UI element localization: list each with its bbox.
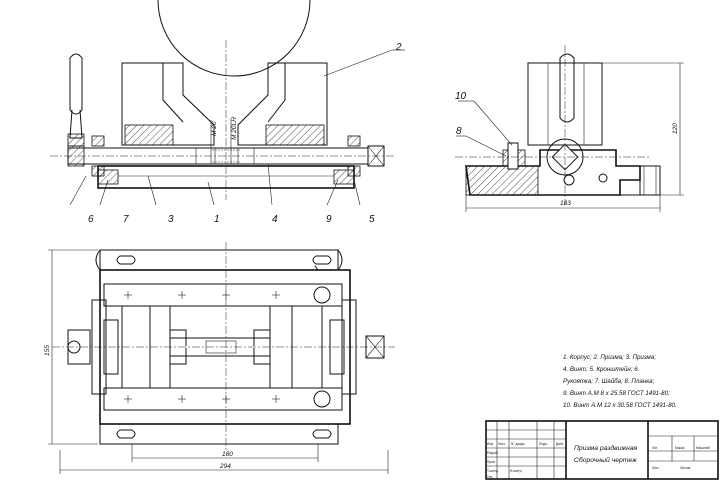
jaw-left-hatch <box>124 124 174 146</box>
parts-list: 1. Корпус; 2. Призма; 3. Призма; 4. Винт… <box>563 354 677 409</box>
tb-hdr-listov: Листов <box>680 466 691 470</box>
tb-row-utv: Утв. <box>487 475 493 479</box>
callout-10: 10 <box>455 91 467 102</box>
callout-1: 1 <box>214 214 220 225</box>
tb-hdr-lit: Лит. <box>652 446 658 450</box>
callout-4: 4 <box>272 214 278 225</box>
dim-155: 155 <box>44 345 51 356</box>
dim-180: 180 <box>222 451 233 458</box>
front-section-view: М 20 М 20LH <box>50 0 405 206</box>
parts-line-4: 9. Винт А.М 8 x 25.58 ГОСТ 1491-80; <box>563 390 670 397</box>
dim-120: 120 <box>672 123 679 134</box>
tb-col-list: Лист <box>498 442 505 446</box>
plan-view: 155 180 294 <box>44 242 395 474</box>
tb-row-razrab: Разраб. <box>487 451 499 455</box>
tb-col-podp: Подп. <box>539 442 548 446</box>
title-block: Изм Лист N° докум. Подп. Дата Разраб. Пр… <box>485 420 719 480</box>
jaw-right-hatch <box>265 124 325 146</box>
callout-5: 5 <box>369 214 375 225</box>
parts-line-3: Рукоятка; 7. Шайба; 8. Планка; <box>563 378 655 385</box>
callout-3: 3 <box>168 214 174 225</box>
callout-7: 7 <box>123 214 129 225</box>
parts-line-1: 1. Корпус; 2. Призма; 3. Призма; <box>563 354 656 361</box>
handle-6 <box>69 53 83 115</box>
callout-9: 9 <box>326 214 332 225</box>
tb-col-ndoc: N° докум. <box>511 442 525 446</box>
tb-col-data: Дата <box>556 442 563 446</box>
tb-hdr-massa: Масса <box>675 446 685 450</box>
dim-294: 294 <box>219 463 231 470</box>
thread-dim-m20: М 20 <box>211 121 218 136</box>
tb-col-izm: Изм <box>487 442 493 446</box>
thread-dim-m20lh: М 20LH <box>231 117 238 140</box>
tb-row-prov: Пров. <box>487 460 496 464</box>
parts-line-2: 4. Винт; 5. Кронштейн; 6. <box>563 366 639 373</box>
tb-hdr-masshtab: Масштаб <box>696 446 710 450</box>
tb-hdr-list: Лист <box>652 466 659 470</box>
callout-6: 6 <box>88 214 94 225</box>
side-view: 183 120 <box>455 45 684 212</box>
drawing-title: Призма раздвижная <box>574 444 638 452</box>
callout-2: 2 <box>395 42 402 53</box>
drawing-subtitle: Сборочный чертеж <box>574 456 637 464</box>
tb-row-tkontr: Т.контр. <box>487 469 499 473</box>
tb-row-nkontr: Н.контр. <box>510 469 522 473</box>
parts-line-5: 10. Винт А.М 12 x 30.58 ГОСТ 1491-80. <box>563 402 677 409</box>
dim-183: 183 <box>560 200 571 207</box>
callout-8: 8 <box>456 126 462 137</box>
